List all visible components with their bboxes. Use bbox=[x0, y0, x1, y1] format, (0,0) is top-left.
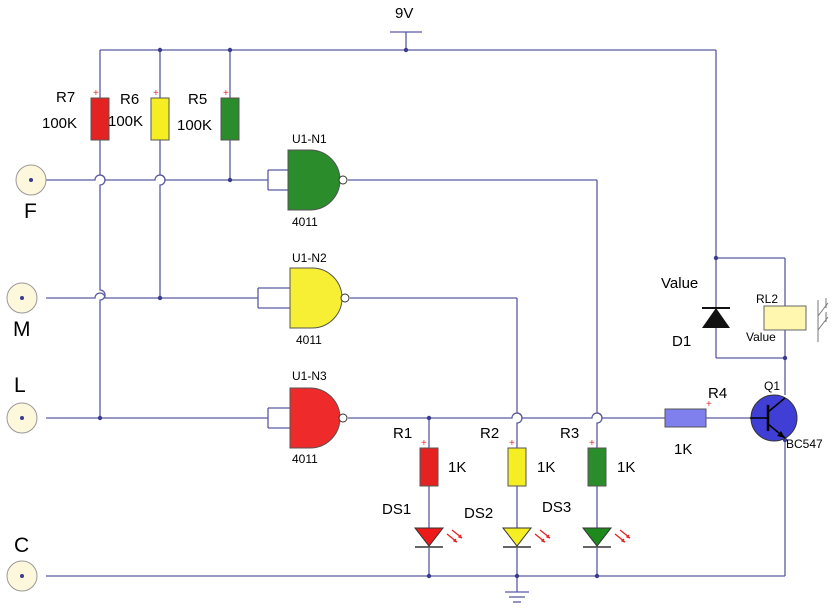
polarity-mark: + bbox=[589, 438, 595, 449]
supply-label: 9V bbox=[395, 5, 413, 22]
wires bbox=[46, 31, 786, 603]
diode-d1: Value D1 bbox=[661, 275, 730, 350]
gate-part: 4011 bbox=[292, 452, 318, 466]
resistor-r2: + R2 1K bbox=[480, 425, 555, 487]
resistor-r4: + R4 1K bbox=[664, 385, 727, 458]
nand-gate-n1: U1-N1 4011 bbox=[287, 132, 348, 229]
input-terminal-c: C bbox=[6, 534, 38, 592]
polarity-mark: + bbox=[153, 88, 159, 99]
led-ds3: DS3 bbox=[542, 499, 631, 548]
resistor-ref: R5 bbox=[188, 91, 207, 108]
transistor-q1: Q1 BC547 bbox=[750, 379, 823, 451]
input-label: C bbox=[14, 534, 29, 557]
nand-gate-n3: U1-N3 4011 bbox=[289, 369, 348, 466]
resistor-value: 1K bbox=[537, 459, 555, 476]
polarity-mark: + bbox=[421, 438, 427, 449]
gate-part: 4011 bbox=[292, 215, 318, 229]
resistor-r7: + R7 100K bbox=[42, 88, 110, 141]
diode-value: Value bbox=[661, 275, 698, 292]
relay-value: Value bbox=[746, 330, 776, 344]
input-terminal-m: M bbox=[6, 282, 38, 341]
resistor-ref: R1 bbox=[393, 425, 412, 442]
led-ds1: DS1 bbox=[382, 501, 463, 548]
relay-rl2: RL2 Value bbox=[746, 292, 829, 344]
input-label: F bbox=[24, 200, 37, 223]
resistor-r5: + R5 100K bbox=[177, 88, 240, 141]
led-ref: DS1 bbox=[382, 501, 411, 518]
polarity-mark: + bbox=[223, 88, 229, 99]
resistor-ref: R6 bbox=[120, 91, 139, 108]
led-ref: DS2 bbox=[464, 505, 493, 522]
resistor-ref: R4 bbox=[708, 385, 727, 402]
resistor-value: 100K bbox=[108, 113, 143, 130]
led-ds2: DS2 bbox=[464, 505, 551, 548]
input-label: L bbox=[14, 374, 26, 397]
led-ref: DS3 bbox=[542, 499, 571, 516]
input-terminal-l: L bbox=[6, 374, 38, 434]
junction-dots bbox=[97, 47, 788, 579]
relay-ref: RL2 bbox=[756, 292, 778, 306]
diode-ref: D1 bbox=[672, 333, 691, 350]
resistor-r3: + R3 1K bbox=[560, 425, 635, 487]
polarity-mark: + bbox=[509, 438, 515, 449]
resistor-r6: + R6 100K bbox=[108, 88, 170, 141]
transistor-part: BC547 bbox=[786, 437, 823, 451]
resistor-value: 1K bbox=[674, 441, 692, 458]
transistor-ref: Q1 bbox=[764, 379, 780, 393]
input-terminal-f: F bbox=[15, 164, 47, 223]
gate-part: 4011 bbox=[296, 333, 322, 347]
polarity-mark: + bbox=[706, 399, 712, 410]
resistor-value: 1K bbox=[617, 459, 635, 476]
resistor-value: 100K bbox=[42, 115, 77, 132]
resistor-ref: R3 bbox=[560, 425, 579, 442]
resistor-r1: + R1 1K bbox=[393, 425, 466, 487]
resistor-value: 100K bbox=[177, 117, 212, 134]
resistor-ref: R7 bbox=[56, 89, 75, 106]
gate-ref: U1-N3 bbox=[292, 369, 327, 383]
polarity-mark: + bbox=[93, 88, 99, 99]
nand-gate-n2: U1-N2 4011 bbox=[289, 251, 350, 347]
input-label: M bbox=[13, 318, 31, 341]
resistor-value: 1K bbox=[448, 459, 466, 476]
gate-ref: U1-N1 bbox=[292, 132, 327, 146]
gate-ref: U1-N2 bbox=[292, 251, 327, 265]
resistor-ref: R2 bbox=[480, 425, 499, 442]
